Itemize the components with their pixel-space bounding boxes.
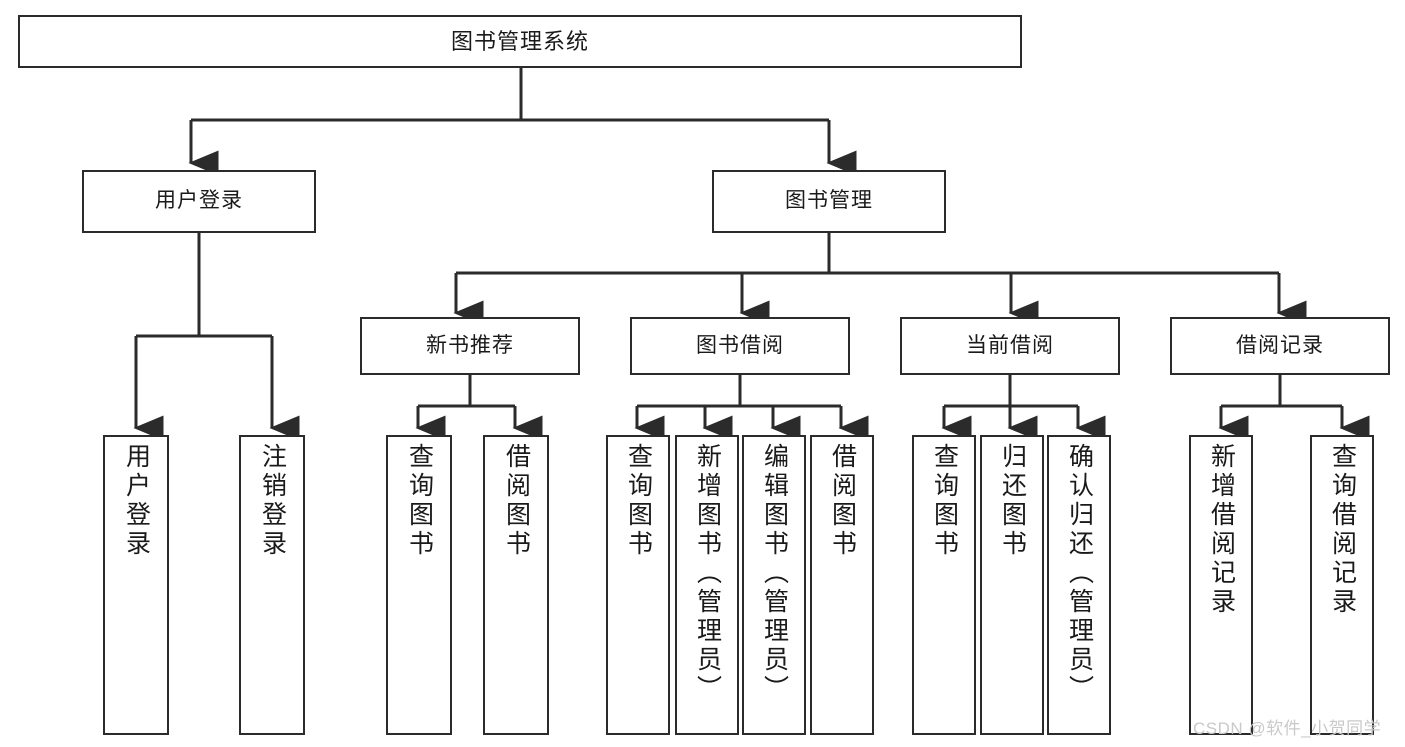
leaf-current-borrow-confirm-return[interactable]: 确认归还（管理员） xyxy=(1047,435,1111,735)
leaf-book-borrow-query[interactable]: 查询图书 xyxy=(606,435,670,735)
leaf-book-borrow-borrow[interactable]: 借阅图书 xyxy=(810,435,874,735)
leaf-book-borrow-add-label: 新增图书（管理员） xyxy=(693,443,722,704)
leaf-user-login-logout[interactable]: 注销登录 xyxy=(239,435,305,735)
node-new-book-recommend-label: 新书推荐 xyxy=(426,333,514,357)
leaf-current-borrow-query-label: 查询图书 xyxy=(930,443,959,559)
leaf-new-book-query[interactable]: 查询图书 xyxy=(386,435,452,735)
node-borrow-record[interactable]: 借阅记录 xyxy=(1170,317,1390,375)
leaf-user-login-login[interactable]: 用户登录 xyxy=(103,435,169,735)
node-book-borrow-label: 图书借阅 xyxy=(696,333,784,357)
leaf-book-borrow-query-label: 查询图书 xyxy=(624,443,653,559)
leaf-borrow-record-query-label: 查询借阅记录 xyxy=(1328,443,1357,617)
leaf-borrow-record-add[interactable]: 新增借阅记录 xyxy=(1189,435,1253,735)
leaf-book-borrow-edit-label: 编辑图书（管理员） xyxy=(760,443,789,704)
leaf-book-borrow-edit[interactable]: 编辑图书（管理员） xyxy=(742,435,806,735)
leaf-user-login-login-label: 用户登录 xyxy=(122,443,151,559)
node-root-label: 图书管理系统 xyxy=(450,28,589,54)
leaf-new-book-query-label: 查询图书 xyxy=(405,443,434,559)
node-user-login[interactable]: 用户登录 xyxy=(82,170,316,233)
leaf-current-borrow-query[interactable]: 查询图书 xyxy=(912,435,976,735)
leaf-current-borrow-return[interactable]: 归还图书 xyxy=(980,435,1044,735)
node-root[interactable]: 图书管理系统 xyxy=(18,15,1022,68)
node-book-management[interactable]: 图书管理 xyxy=(712,170,946,233)
leaf-book-borrow-borrow-label: 借阅图书 xyxy=(828,443,857,559)
leaf-new-book-borrow-label: 借阅图书 xyxy=(502,443,531,559)
node-user-login-label: 用户登录 xyxy=(155,189,243,213)
leaf-borrow-record-add-label: 新增借阅记录 xyxy=(1207,443,1236,617)
node-current-borrow[interactable]: 当前借阅 xyxy=(900,317,1120,375)
node-new-book-recommend[interactable]: 新书推荐 xyxy=(360,317,580,375)
leaf-new-book-borrow[interactable]: 借阅图书 xyxy=(483,435,549,735)
leaf-user-login-logout-label: 注销登录 xyxy=(258,443,287,559)
node-book-borrow[interactable]: 图书借阅 xyxy=(630,317,850,375)
leaf-current-borrow-confirm-return-label: 确认归还（管理员） xyxy=(1065,443,1094,704)
node-book-management-label: 图书管理 xyxy=(785,189,873,213)
leaf-borrow-record-query[interactable]: 查询借阅记录 xyxy=(1310,435,1374,735)
leaf-book-borrow-add[interactable]: 新增图书（管理员） xyxy=(675,435,739,735)
node-current-borrow-label: 当前借阅 xyxy=(966,333,1054,357)
leaf-current-borrow-return-label: 归还图书 xyxy=(998,443,1027,559)
node-borrow-record-label: 借阅记录 xyxy=(1236,333,1324,357)
